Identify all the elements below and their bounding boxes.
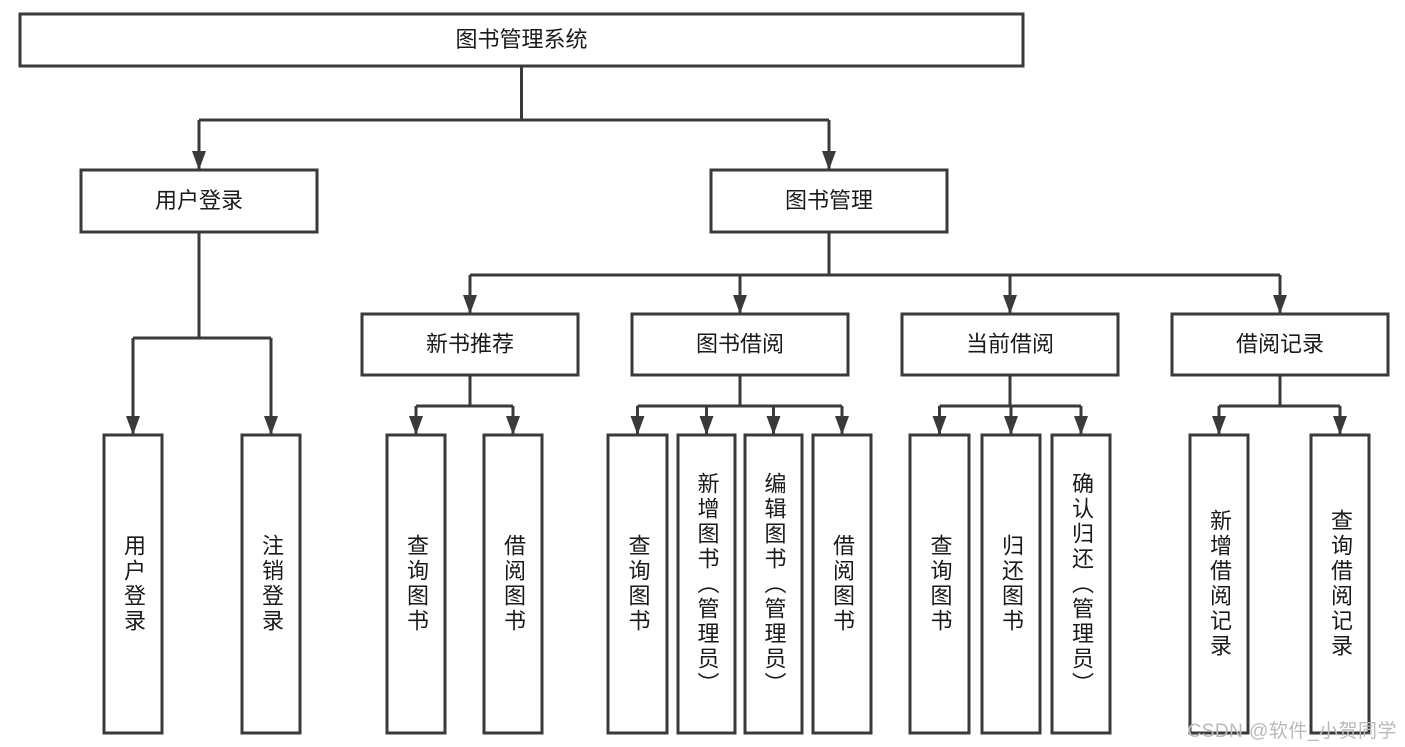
node-box-new-book-rec[interactable] — [360, 312, 580, 377]
node-box-leaf-user-login[interactable] — [102, 433, 164, 735]
node-box-book-manage[interactable] — [709, 168, 949, 234]
node-label-root: 图书管理系统 — [455, 27, 587, 52]
arrow-head-icon — [699, 416, 714, 435]
node-box-book-borrow[interactable] — [630, 312, 850, 377]
node-label-book-manage: 图书管理 — [785, 188, 873, 213]
arrow-head-icon — [1212, 416, 1226, 435]
arrow-head-icon — [409, 416, 423, 435]
arrow-head-icon — [463, 295, 477, 314]
node-box-leaf-edit-book[interactable] — [743, 433, 804, 735]
node-label-book-borrow: 图书借阅 — [696, 331, 784, 356]
arrow-head-icon — [192, 151, 206, 170]
arrow-head-icon — [1074, 416, 1088, 435]
arrow-head-icon — [126, 416, 140, 435]
node-box-user-login[interactable] — [79, 168, 319, 234]
node-box-leaf-add-book[interactable] — [676, 433, 737, 735]
node-box-current-borrow[interactable] — [900, 312, 1120, 377]
arrow-head-icon — [766, 416, 781, 435]
arrow-head-icon — [822, 151, 836, 170]
node-box-leaf-add-record[interactable] — [1188, 433, 1250, 735]
node-label-user-login: 用户登录 — [155, 188, 243, 213]
node-box-leaf-query-book-cur[interactable] — [908, 433, 971, 735]
node-box-leaf-confirm-return[interactable] — [1050, 433, 1112, 735]
arrow-head-icon — [506, 416, 520, 435]
arrow-head-icon — [1004, 416, 1018, 435]
node-label-current-borrow: 当前借阅 — [966, 331, 1054, 356]
arrow-head-icon — [1273, 295, 1287, 314]
node-box-root[interactable] — [18, 12, 1025, 68]
watermark-text: CSDN @软件_小贺同学 — [1187, 721, 1397, 742]
node-box-leaf-borrow-book-rec[interactable] — [482, 433, 544, 735]
boxes-layer — [18, 12, 1390, 735]
arrow-head-icon — [1333, 416, 1347, 435]
node-label-new-book-rec: 新书推荐 — [426, 331, 514, 356]
node-box-leaf-query-book-rec[interactable] — [385, 433, 447, 735]
arrow-head-icon — [835, 416, 849, 435]
arrow-head-icon — [630, 416, 645, 435]
arrow-head-icon — [733, 295, 747, 314]
node-box-leaf-return-book[interactable] — [980, 433, 1042, 735]
arrow-head-icon — [932, 416, 947, 435]
node-box-leaf-logout[interactable] — [240, 433, 302, 735]
node-box-borrow-record[interactable] — [1170, 312, 1390, 377]
arrow-head-icon — [264, 416, 278, 435]
node-box-leaf-borrow-book[interactable] — [811, 433, 873, 735]
node-box-leaf-query-record[interactable] — [1309, 433, 1371, 735]
node-box-leaf-query-book-borrow[interactable] — [606, 433, 669, 735]
edges-layer — [126, 66, 1347, 435]
arrow-head-icon — [1003, 295, 1017, 314]
node-label-borrow-record: 借阅记录 — [1236, 331, 1324, 356]
